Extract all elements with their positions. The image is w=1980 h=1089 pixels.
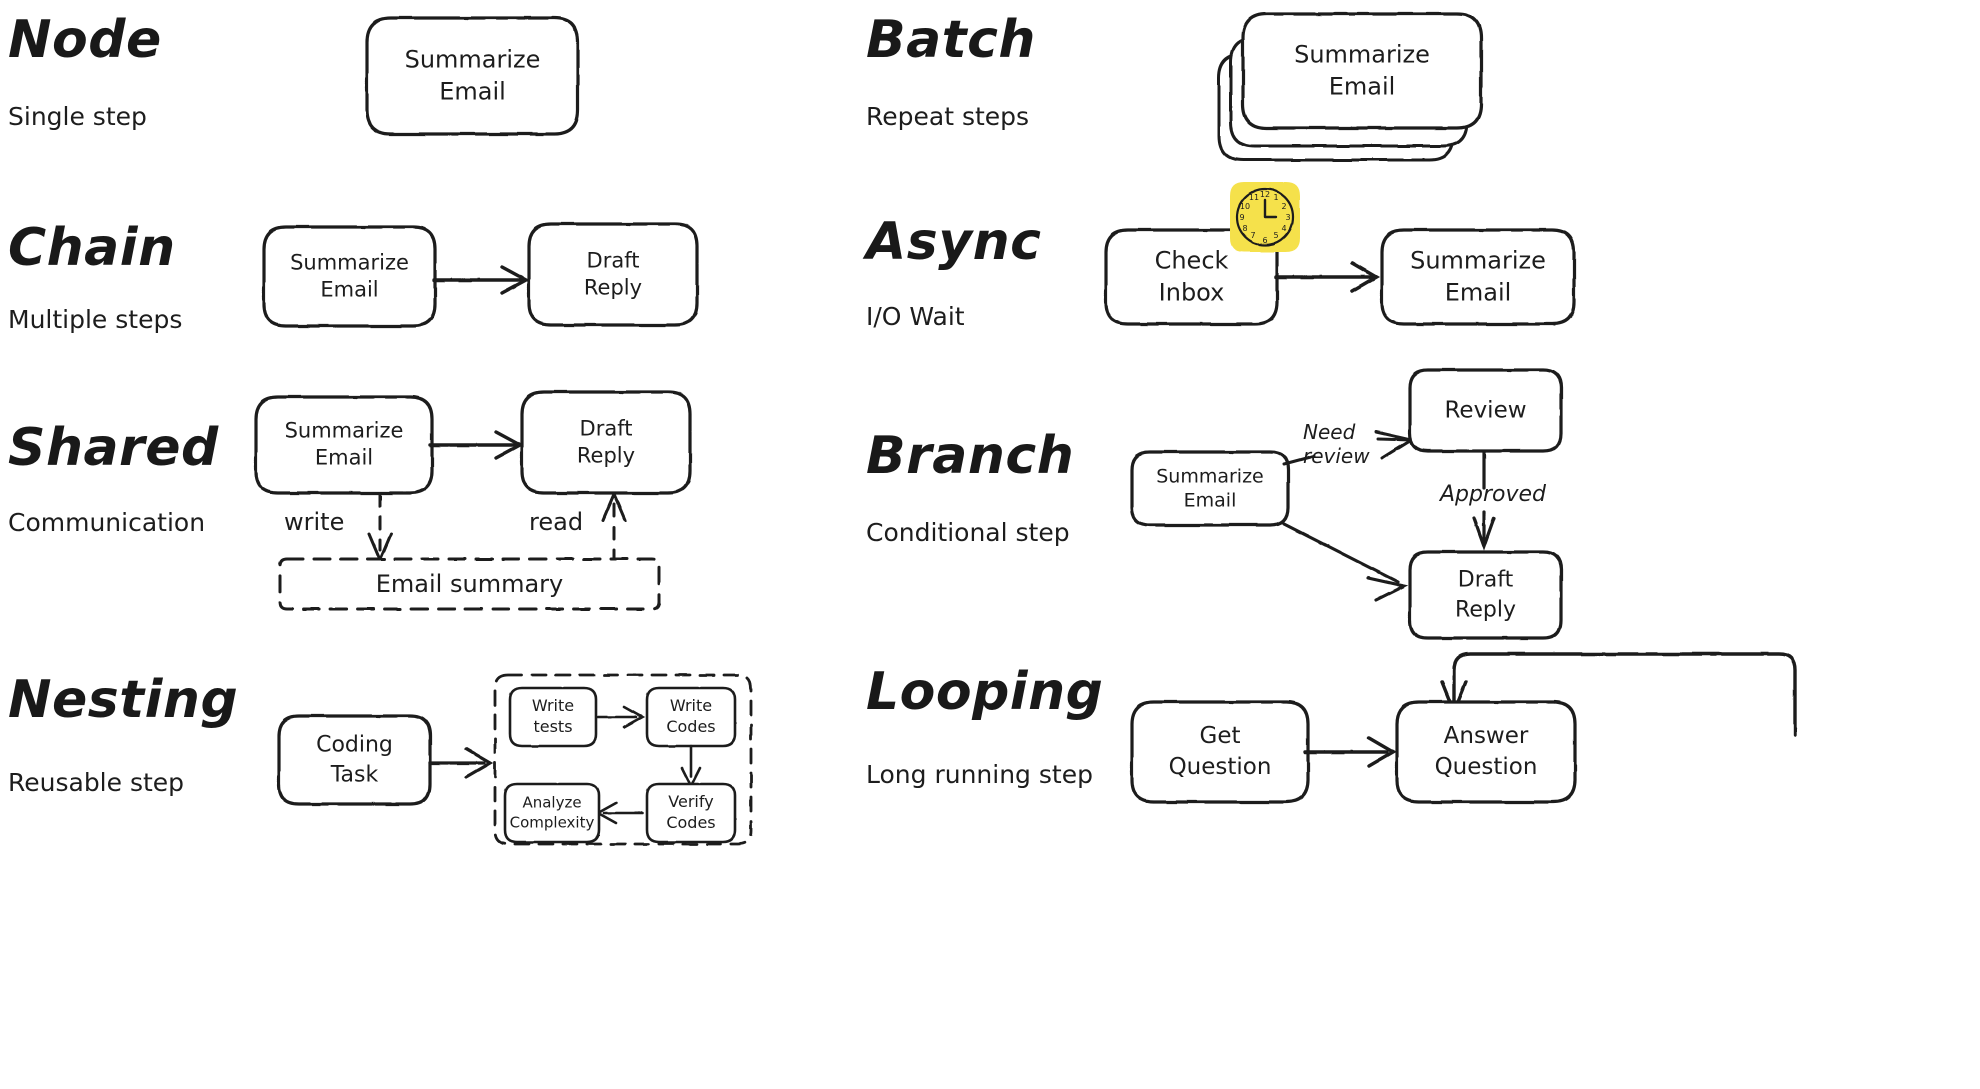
- chain-edge-arrow: [432, 265, 530, 295]
- pattern-subtitle-node: Single step: [8, 102, 147, 131]
- branch-approved-label: Approved: [1440, 482, 1547, 507]
- shared-store-email-summary[interactable]: Email summary: [277, 556, 662, 612]
- branch-approved-arrow: [1472, 450, 1496, 551]
- pattern-subtitle-branch: Conditional step: [866, 518, 1070, 547]
- svg-text:8: 8: [1242, 224, 1247, 233]
- svg-text:6: 6: [1262, 236, 1267, 245]
- svg-text:3: 3: [1285, 213, 1290, 222]
- svg-text:4: 4: [1281, 224, 1286, 233]
- svg-text:7: 7: [1250, 231, 1255, 240]
- shared-read-arrow: [601, 492, 627, 564]
- shared-edge-arrow: [428, 430, 524, 460]
- pattern-title-chain: Chain: [8, 218, 176, 278]
- pattern-title-branch: Branch: [866, 426, 1075, 486]
- pattern-subtitle-nesting: Reusable step: [8, 768, 185, 797]
- svg-text:9: 9: [1239, 213, 1244, 222]
- pattern-title-nesting: Nesting: [8, 670, 239, 730]
- pattern-title-batch: Batch: [866, 10, 1036, 70]
- looping-edge-arrow: [1303, 736, 1397, 768]
- branch-review[interactable]: Review: [1408, 368, 1563, 453]
- pattern-subtitle-looping: Long running step: [866, 760, 1093, 789]
- pattern-subtitle-async: I/O Wait: [866, 302, 965, 331]
- svg-text:11: 11: [1249, 193, 1259, 202]
- svg-text:2: 2: [1281, 202, 1286, 211]
- svg-text:10: 10: [1240, 202, 1250, 211]
- alarm-clock-icon: 12 1 2 3 4 5 6 7 8 9 10 11: [1229, 181, 1301, 253]
- nesting-arrow-verify-to-analyze: [596, 801, 644, 825]
- pattern-subtitle-chain: Multiple steps: [8, 305, 183, 334]
- shared-read-label: read: [529, 508, 584, 536]
- pattern-subtitle-shared: Communication: [8, 508, 206, 537]
- svg-text:5: 5: [1273, 231, 1278, 240]
- branch-direct-arrow: [1282, 522, 1409, 602]
- svg-text:1: 1: [1273, 193, 1278, 202]
- shared-write-label: write: [284, 508, 345, 536]
- stack-card-front: [1241, 12, 1483, 130]
- pattern-title-async: Async: [866, 212, 1042, 272]
- nesting-edge-arrow: [428, 747, 494, 779]
- async-edge-arrow: [1274, 261, 1380, 293]
- pattern-title-shared: Shared: [8, 418, 219, 478]
- pattern-subtitle-batch: Repeat steps: [866, 102, 1030, 131]
- pattern-title-node: Node: [8, 10, 162, 70]
- nesting-arrow-tests-to-codes: [596, 705, 645, 729]
- svg-text:12: 12: [1260, 190, 1270, 199]
- pattern-title-looping: Looping: [866, 662, 1104, 722]
